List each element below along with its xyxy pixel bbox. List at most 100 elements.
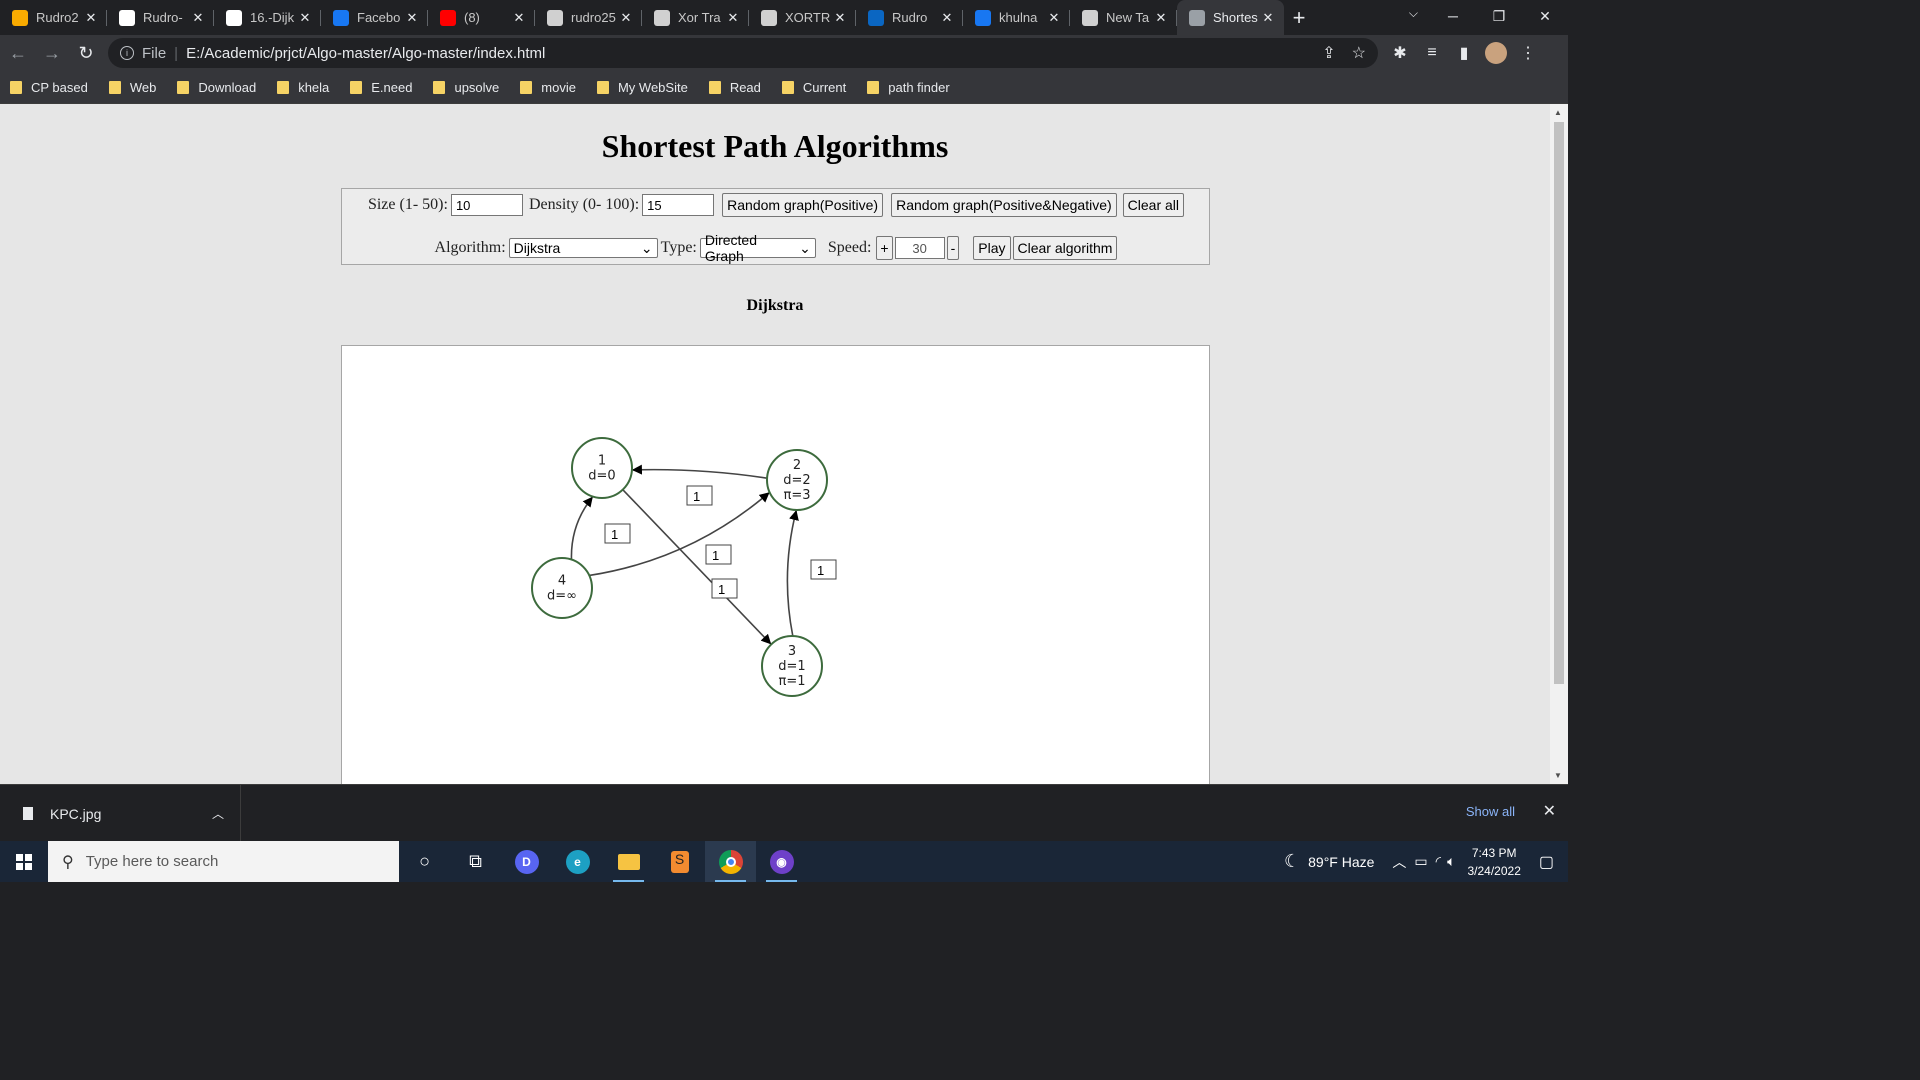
scroll-down-icon[interactable]: ▼ <box>1554 771 1562 780</box>
address-bar[interactable]: i File | E:/Academic/prjct/Algo-master/A… <box>108 38 1378 68</box>
browser-tab[interactable]: Rudro2✕ <box>0 0 107 35</box>
tab-search-icon[interactable]: ⌵ <box>1408 6 1418 20</box>
bookmark-star-icon[interactable]: ☆ <box>1351 45 1366 62</box>
close-download-bar-icon[interactable]: ✕ <box>1542 803 1556 820</box>
browser-tab[interactable]: rudro25✕ <box>535 0 642 35</box>
browser-tab[interactable]: Xor Tra✕ <box>642 0 749 35</box>
close-tab-icon[interactable]: ✕ <box>941 9 953 25</box>
close-tab-icon[interactable]: ✕ <box>727 9 739 25</box>
new-tab-button[interactable]: + <box>1292 4 1306 30</box>
start-button[interactable] <box>0 841 48 882</box>
browser-tab[interactable]: Rudro-✕ <box>107 0 214 35</box>
minimize-icon[interactable]: ─ <box>1448 8 1458 24</box>
graph-edge[interactable] <box>570 496 593 560</box>
show-all-link[interactable]: Show all <box>1465 804 1515 819</box>
close-tab-icon[interactable]: ✕ <box>406 9 418 25</box>
browser-tab[interactable]: khulna✕ <box>963 0 1070 35</box>
download-item[interactable]: KPC.jpg ︿ <box>0 785 241 842</box>
browser-tab[interactable]: (8)✕ <box>428 0 535 35</box>
chevron-up-icon[interactable]: ︿ <box>211 807 224 821</box>
bookmark-folder[interactable]: Current <box>781 80 846 95</box>
density-input[interactable]: 15 <box>642 194 715 216</box>
close-tab-icon[interactable]: ✕ <box>513 9 525 25</box>
page-scrollbar[interactable]: ▲ ▼ <box>1550 104 1568 784</box>
extensions-icon[interactable]: ✱ <box>1393 45 1407 62</box>
forward-icon[interactable]: → <box>43 42 61 63</box>
browser-tab[interactable]: 16.-Dijk✕ <box>214 0 321 35</box>
chevron-up-icon[interactable]: ︿ <box>1392 853 1407 870</box>
discord-icon[interactable]: D <box>501 841 552 882</box>
profile-avatar[interactable] <box>1485 42 1507 64</box>
menu-dots-icon[interactable]: ⋮ <box>1520 45 1536 62</box>
browser-tab[interactable]: Shortes✕ <box>1177 0 1284 35</box>
task-view-icon[interactable]: ⧉ <box>469 851 482 871</box>
close-tab-icon[interactable]: ✕ <box>299 9 311 25</box>
file-explorer-icon[interactable] <box>603 841 654 882</box>
side-panel-icon[interactable]: ▮ <box>1459 45 1469 62</box>
clear-algorithm-button[interactable]: Clear algorithm <box>1012 236 1118 260</box>
sublime-text-icon[interactable]: S <box>654 841 705 882</box>
bookmark-folder[interactable]: Read <box>708 80 761 95</box>
graph-node[interactable] <box>766 449 828 511</box>
close-tab-icon[interactable]: ✕ <box>1155 9 1167 25</box>
wifi-icon[interactable]: ◜ <box>1435 853 1442 869</box>
close-tab-icon[interactable]: ✕ <box>1048 9 1060 25</box>
bookmark-folder[interactable]: movie <box>520 80 576 95</box>
scroll-thumb[interactable] <box>1554 122 1564 684</box>
scroll-up-icon[interactable]: ▲ <box>1554 108 1562 117</box>
close-tab-icon[interactable]: ✕ <box>192 9 204 25</box>
back-icon[interactable]: ← <box>9 42 27 63</box>
graph-node[interactable] <box>761 635 823 697</box>
close-tab-icon[interactable]: ✕ <box>620 9 632 25</box>
site-info-icon[interactable]: i <box>120 46 134 60</box>
random-positive-button[interactable]: Random graph(Positive) <box>722 193 884 217</box>
random-pos-neg-button[interactable]: Random graph(Positive&Negative) <box>891 193 1117 217</box>
reload-icon[interactable]: ↻ <box>78 42 94 63</box>
speed-input[interactable]: 30 <box>894 237 945 259</box>
size-input[interactable]: 10 <box>450 194 523 216</box>
close-tab-icon[interactable]: ✕ <box>1262 9 1274 25</box>
bookmark-folder[interactable]: E.need <box>350 80 412 95</box>
notifications-icon[interactable]: ▢ <box>1538 853 1554 871</box>
browser-tab[interactable]: New Ta✕ <box>1070 0 1177 35</box>
media-control-icon[interactable]: ≡ <box>1427 44 1437 61</box>
clear-all-button[interactable]: Clear all <box>1122 193 1185 217</box>
bookmark-folder[interactable]: upsolve <box>433 80 499 95</box>
bookmark-folder[interactable]: Web <box>108 80 156 95</box>
bookmark-folder[interactable]: My WebSite <box>596 80 688 95</box>
graph-edge[interactable] <box>589 492 770 577</box>
chrome-icon[interactable] <box>705 841 756 882</box>
browser-tab[interactable]: Facebo✕ <box>321 0 428 35</box>
clock[interactable]: 7:43 PM 3/24/2022 <box>1467 844 1520 880</box>
browser-tab[interactable]: Rudro✕ <box>856 0 963 35</box>
graph-edge[interactable] <box>631 464 768 479</box>
weather-text[interactable]: 89°F Haze <box>1308 853 1375 870</box>
graph-edge[interactable] <box>786 510 799 637</box>
graph-edge[interactable] <box>622 489 772 645</box>
close-tab-icon[interactable]: ✕ <box>85 9 97 25</box>
github-desktop-icon[interactable]: ◉ <box>756 841 807 882</box>
url-text[interactable]: E:/Academic/prjct/Algo-master/Algo-maste… <box>186 44 546 62</box>
bookmark-folder[interactable]: path finder <box>867 80 950 95</box>
graph-type-select[interactable]: Directed Graph ⌄ <box>699 232 816 264</box>
speed-minus-button[interactable]: - <box>946 236 960 260</box>
taskbar-search[interactable]: ⚲ Type here to search <box>48 841 399 882</box>
play-button[interactable]: Play <box>973 236 1011 260</box>
bookmark-folder[interactable]: khela <box>277 80 329 95</box>
cortana-icon[interactable]: ○ <box>419 851 430 871</box>
volume-icon[interactable]: 🔈︎ <box>1447 853 1456 869</box>
bookmark-folder[interactable]: Download <box>177 80 256 95</box>
algorithm-select[interactable]: Dijkstra ⌄ <box>508 238 658 258</box>
edge-icon[interactable]: e <box>552 841 603 882</box>
graph-node[interactable] <box>571 437 633 499</box>
speed-plus-button[interactable]: + <box>876 236 893 260</box>
share-icon[interactable]: ⇪ <box>1322 45 1336 62</box>
bookmark-folder[interactable]: CP based <box>10 80 88 95</box>
restore-icon[interactable]: ❐ <box>1492 7 1506 24</box>
browser-tab[interactable]: XORTR✕ <box>749 0 856 35</box>
close-window-icon[interactable]: ✕ <box>1539 7 1551 24</box>
close-tab-icon[interactable]: ✕ <box>834 9 846 25</box>
graph-node[interactable] <box>531 557 593 619</box>
